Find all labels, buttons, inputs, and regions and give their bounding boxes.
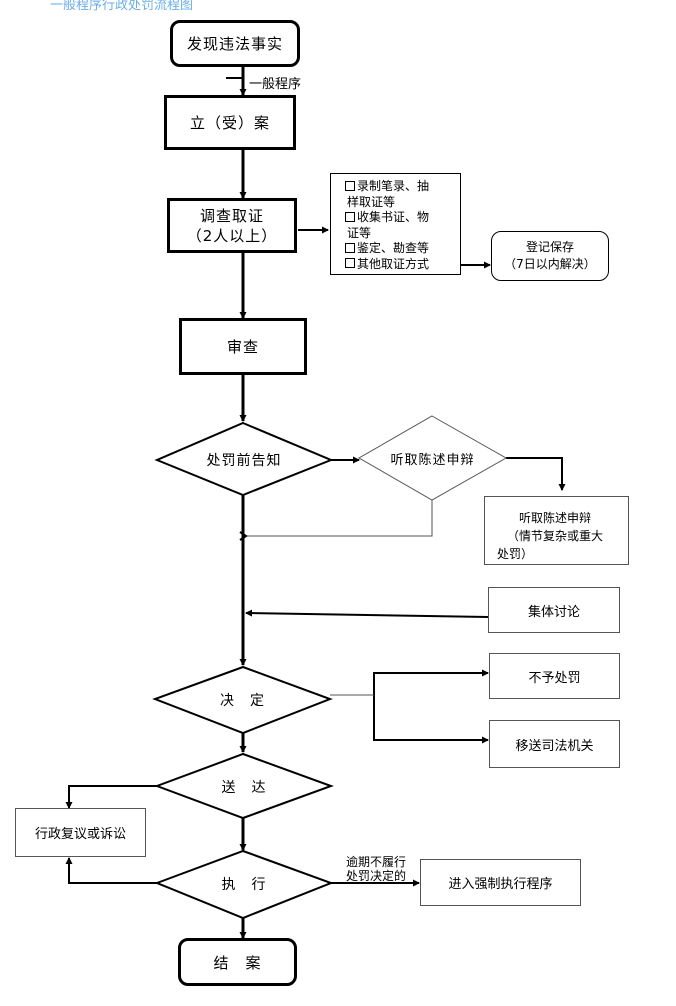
- overdue-line1: 逾期不履行: [346, 855, 407, 869]
- diamond-deliver: [154, 752, 334, 820]
- label-decision: 决 定: [220, 693, 265, 709]
- hearing-line3: 处罚）: [497, 547, 534, 561]
- arrow-execute-to-reconsideration: [65, 857, 157, 884]
- register-save-line2: （7日以内解决）: [504, 257, 596, 271]
- node-register-case: 立（受）案: [164, 95, 296, 150]
- line-hearing-return: [246, 498, 433, 537]
- node-transfer-judicial: 移送司法机关: [489, 720, 620, 768]
- label-overdue: 逾期不履行 处罚决定的: [346, 855, 406, 883]
- label-deliver: 送 达: [221, 780, 267, 796]
- node-discover: 发现违法事实: [170, 20, 300, 67]
- checkbox-icon: [345, 242, 355, 253]
- arrow-hearing-to-detail: [506, 457, 566, 491]
- hearing-line1: 听取陈述申辩: [519, 511, 592, 525]
- node-close-case: 结 案: [178, 938, 297, 986]
- node-review: 审查: [179, 318, 307, 375]
- evidence-item: 其他取证方式: [345, 257, 429, 273]
- arrow-deliver-to-reconsideration: [65, 785, 157, 809]
- arrow-discussion-to-main: [245, 609, 489, 618]
- diamond-decision: [152, 665, 333, 735]
- node-hearing-detail: 听取陈述申辩 （情节复杂或重大 处罚）: [484, 496, 629, 565]
- evidence-item: 录制笔录、抽: [345, 179, 429, 195]
- checkbox-icon: [345, 180, 355, 191]
- evidence-item-cont: 样取证等: [347, 194, 396, 209]
- node-enforcement: 进入强制执行程序: [420, 859, 581, 906]
- evidence-item: 收集书证、物: [345, 210, 429, 226]
- investigate-line1: 调查取证: [199, 206, 264, 225]
- checkbox-icon: [345, 211, 355, 222]
- label-execute: 执 行: [221, 877, 267, 893]
- node-register-save: 登记保存 （7日以内解决）: [491, 231, 609, 281]
- arrow-to-transfer: [373, 672, 489, 744]
- node-reconsideration: 行政复议或诉讼: [15, 808, 146, 857]
- label-general-procedure: 一般程序: [249, 77, 302, 92]
- investigate-line2: （2人以上）: [186, 226, 278, 245]
- label-hearing-decision: 听取陈述申辩: [390, 453, 475, 468]
- diamond-pre-notice: [154, 421, 334, 497]
- evidence-methods-list: 录制笔录、抽 样取证等 收集书证、物 证等 鉴定、勘查等 其他取证方式: [345, 179, 429, 272]
- overdue-line2: 处罚决定的: [346, 869, 407, 883]
- node-investigate: 调查取证 （2人以上）: [167, 198, 297, 253]
- evidence-item-cont: 证等: [347, 225, 372, 240]
- checkbox-icon: [345, 258, 355, 268]
- diamond-hearing: [357, 415, 508, 501]
- page-header-text: 一般程序行政处罚流程图: [50, 0, 194, 13]
- diamond-execute: [154, 849, 334, 920]
- hearing-line2: （情节复杂或重大: [507, 529, 604, 543]
- node-no-penalty: 不予处罚: [489, 653, 620, 699]
- label-pre-notice: 处罚前告知: [206, 453, 282, 469]
- node-collective-discussion: 集体讨论: [488, 587, 620, 633]
- register-save-line1: 登记保存: [525, 240, 574, 254]
- evidence-item: 鉴定、勘查等: [345, 241, 429, 257]
